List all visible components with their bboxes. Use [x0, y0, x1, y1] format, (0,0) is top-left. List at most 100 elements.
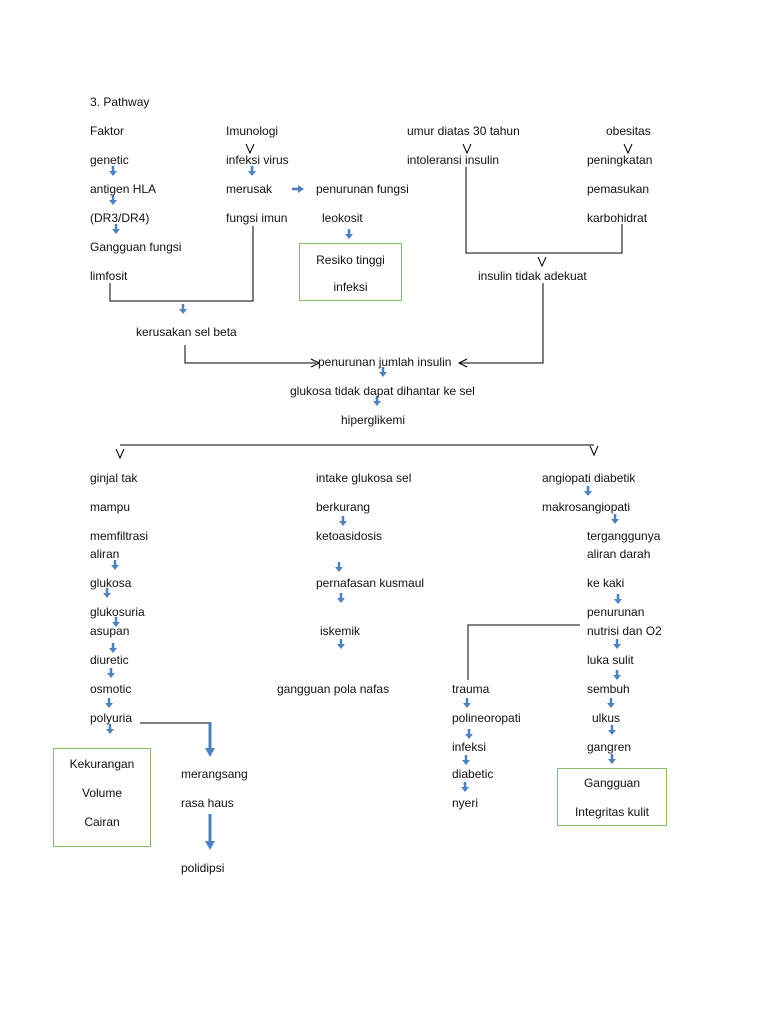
node-antigen: antigen HLA [90, 182, 157, 196]
node-limfosit: limfosit [90, 269, 128, 283]
blue-arrow-head [111, 565, 119, 570]
connector-intoleransi-karbohidrat [465, 167, 623, 254]
blue-arrow-head [461, 787, 469, 792]
node-gangren: gangren [587, 740, 632, 754]
arrow-head [245, 143, 255, 155]
node-ke-kaki: ke kaki [587, 576, 625, 590]
blue-arrow-right-head [298, 185, 304, 193]
node-karbohidrat: karbohidrat [587, 211, 648, 225]
node-osmotic: osmotic [90, 682, 132, 696]
blue-arrow-head [106, 729, 114, 734]
blue-arrow-head [463, 703, 471, 708]
node-diabetic: diabetic [452, 767, 494, 781]
node-merangsang: merangsang [181, 767, 248, 781]
node-hiperglikemi: hiperglikemi [341, 413, 406, 427]
connector-kerusakan-penurunan [184, 345, 316, 364]
blue-arrow-head [248, 171, 256, 176]
blue-arrow-head [613, 644, 621, 649]
box-resiko-infeksi: Resiko tinggi infeksi [299, 243, 402, 301]
box-gangguan-integritas-kulit: Gangguan Integritas kulit [557, 768, 667, 826]
section-heading: 3. Pathway [90, 95, 150, 109]
node-fungsi-imun: fungsi imun [226, 211, 288, 225]
blue-arrow-head [345, 234, 353, 239]
node-glukosa: glukosa [90, 576, 132, 590]
node-ulkus: ulkus [592, 711, 621, 725]
box-kekurangan-line1: Kekurangan [69, 757, 135, 771]
blue-arrows [103, 166, 622, 850]
node-gangguan-pola-nafas: gangguan pola nafas [277, 682, 390, 696]
node-iskemik: iskemik [320, 624, 361, 638]
node-intoleransi: intoleransi insulin [407, 153, 500, 167]
node-memfiltrasi: memfiltrasi [90, 529, 149, 543]
node-mampu: mampu [90, 500, 131, 514]
node-intake: intake glukosa sel [316, 471, 412, 485]
blue-arrow-head [112, 229, 120, 234]
node-polineoropati: polineoropati [452, 711, 521, 725]
blue-arrow-head [105, 703, 113, 708]
node-makrosangiopati: makrosangiopati [542, 500, 631, 514]
node-angiopati: angiopati diabetik [542, 471, 636, 485]
node-sembuh: sembuh [587, 682, 630, 696]
node-terganggunya: terganggunya [587, 529, 661, 543]
node-insulin-tidak-adekuat: insulin tidak adekuat [478, 269, 587, 283]
node-penurunan-jumlah-insulin: penurunan jumlah insulin [318, 355, 452, 369]
arrow-head [589, 445, 599, 457]
node-nutrisi: nutrisi dan O2 [587, 624, 662, 638]
node-ginjal-tak: ginjal tak [90, 471, 138, 485]
box-resiko-line1: Resiko tinggi [316, 253, 385, 267]
blue-arrow-head [584, 491, 592, 496]
blue-arrow-head [462, 760, 470, 765]
node-penurunan-fungsi: penurunan fungsi [316, 182, 409, 196]
node-faktor: Faktor [90, 124, 125, 138]
blue-arrow-head [608, 730, 616, 735]
arrow-head [310, 358, 321, 368]
node-pemasukan: pemasukan [587, 182, 650, 196]
blue-arrow-head [112, 622, 120, 627]
blue-arrow-head [373, 401, 381, 406]
node-imunologi: Imunologi [226, 124, 279, 138]
blue-arrow-head [109, 200, 117, 205]
node-trauma: trauma [452, 682, 490, 696]
connector-polyuria-merangsang [140, 722, 211, 735]
node-nyeri: nyeri [452, 796, 479, 810]
node-polyuria: polyuria [90, 711, 133, 725]
blue-arrow-head [103, 593, 111, 598]
blue-arrow-head [109, 648, 117, 653]
node-glukosa-tidak-dapat: glukosa tidak dapat dihantar ke sel [290, 384, 475, 398]
arrow-head [457, 358, 468, 368]
node-asupan: asupan [90, 624, 130, 638]
blue-arrow-head [614, 599, 622, 604]
arrow-head [115, 448, 125, 460]
node-glukosuria: glukosuria [90, 605, 145, 619]
box-gangguan-line2: Integritas kulit [574, 805, 650, 819]
node-ketoasidosis: ketoasidosis [316, 529, 383, 543]
box-kekurangan-line3: Cairan [84, 815, 120, 829]
node-dr: (DR3/DR4) [90, 211, 150, 225]
arrow-head [623, 143, 633, 155]
node-berkurang: berkurang [316, 500, 371, 514]
node-penurunan: penurunan [587, 605, 645, 619]
node-pernafasan: pernafasan kusmaul [316, 576, 425, 590]
blue-arrow-large-head [205, 841, 215, 850]
box-gangguan-line1: Gangguan [583, 776, 641, 790]
connector-trauma [467, 624, 580, 680]
blue-arrow-head [608, 759, 616, 764]
connector-limfosit-fungsiimun [109, 226, 254, 302]
blue-arrow-head [339, 521, 347, 526]
blue-arrow-head [337, 644, 345, 649]
node-infeksi: infeksi [452, 740, 487, 754]
blue-arrow-large-head [205, 748, 215, 757]
node-polidipsi: polidipsi [181, 861, 225, 875]
blue-arrow-head [109, 171, 117, 176]
node-infeksi-virus: infeksi virus [226, 153, 289, 167]
node-obesitas: obesitas [606, 124, 651, 138]
box-kekurangan-line2: Volume [81, 786, 123, 800]
blue-arrow-head [465, 734, 473, 739]
black-connectors [109, 167, 623, 735]
node-gangguan-fungsi: Gangguan fungsi [90, 240, 182, 254]
arrow-head [537, 256, 547, 268]
node-merusak: merusak [226, 182, 273, 196]
blue-arrow-head [179, 309, 187, 314]
